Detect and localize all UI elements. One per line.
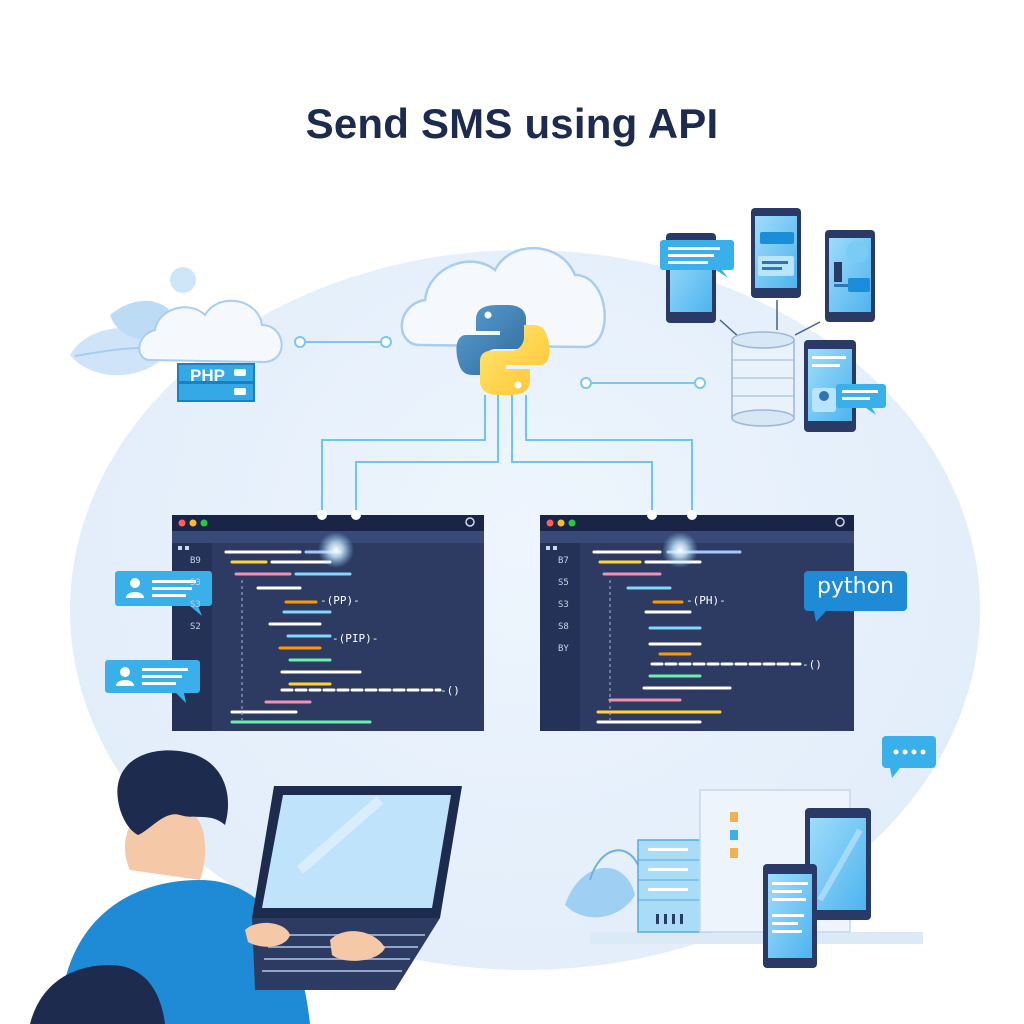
python-label: python (817, 574, 894, 599)
chat-bubble-icon-3 (115, 571, 212, 616)
connector-left (294, 336, 392, 348)
line-number: S8 (558, 622, 569, 632)
php-label: PHP (190, 366, 225, 385)
network-lines (321, 395, 693, 515)
leaf-decoration-right (565, 849, 641, 918)
python-tag-tail (814, 611, 826, 622)
phone-icon-5 (763, 864, 817, 968)
desk-surface (590, 932, 923, 944)
person-illustration (30, 750, 310, 1024)
chat-bubble-icon-1 (660, 240, 734, 278)
line-number: S5 (558, 578, 569, 588)
code-snippet: -(PP)- (320, 594, 360, 607)
code-snippet: -(PH)- (686, 594, 726, 607)
line-number: S2 (190, 622, 201, 632)
code-editor-right (540, 510, 854, 731)
hands-icon (245, 922, 385, 961)
page-title: Send SMS using API (305, 100, 719, 147)
tablet-icon (805, 808, 871, 920)
line-number: B7 (558, 556, 569, 566)
phone-icon-3 (825, 230, 875, 322)
connector-right (580, 377, 706, 389)
database-icon (731, 331, 795, 427)
cloud-icon-center (400, 246, 606, 349)
line-number: S3 (190, 600, 201, 610)
decor-circle (170, 267, 196, 293)
python-tag (804, 571, 907, 611)
line-number: S3 (558, 600, 569, 610)
code-snippet: -() (802, 658, 822, 671)
typing-bubble-icon (882, 736, 936, 778)
code-snippet: -() (440, 684, 460, 697)
line-number: B9 (190, 556, 201, 566)
chat-bubble-icon-4 (105, 660, 200, 703)
code-snippet: -(PIP)- (332, 632, 379, 645)
code-editor-left (172, 510, 484, 731)
line-number: BY (558, 644, 569, 654)
server-rack-icon (637, 839, 711, 933)
line-number: S3 (190, 578, 201, 588)
python-logo-icon (456, 305, 550, 395)
chat-bubble-icon-2 (836, 384, 886, 415)
phone-icon-2 (751, 208, 801, 298)
php-server-icon (177, 363, 255, 402)
cloud-icon-left (138, 299, 283, 364)
